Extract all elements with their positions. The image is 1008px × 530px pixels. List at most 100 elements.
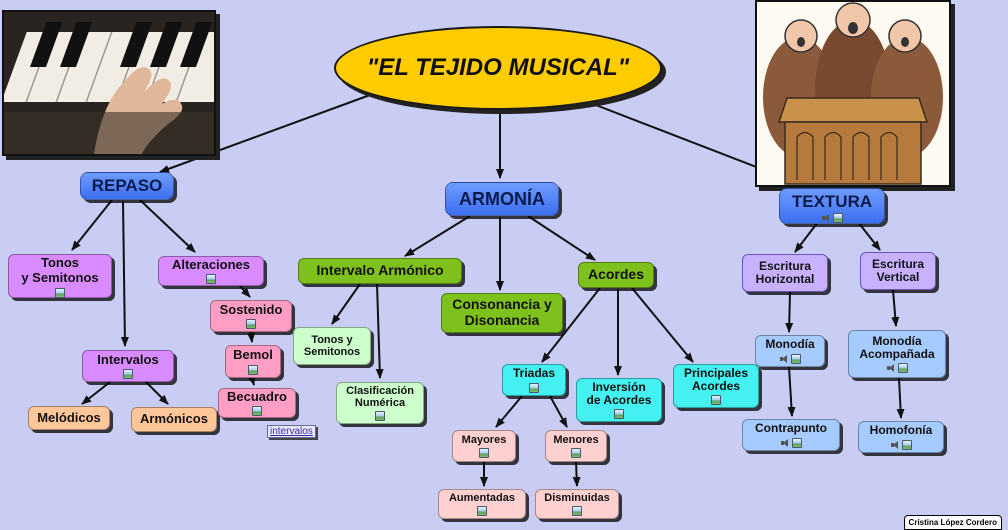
repaso-label: REPASO bbox=[91, 176, 163, 196]
node-mayores[interactable]: Mayores bbox=[452, 430, 516, 462]
monodia-label: Monodía bbox=[765, 337, 815, 352]
node-sostenido[interactable]: Sostenido bbox=[210, 300, 292, 332]
image-icon[interactable] bbox=[791, 353, 801, 364]
title-node[interactable]: "EL TEJIDO MUSICAL" bbox=[334, 26, 662, 110]
mayores-icons bbox=[479, 448, 489, 459]
image-icon[interactable] bbox=[477, 506, 487, 517]
intervalos-link[interactable]: intervalos bbox=[267, 425, 316, 438]
tonos-icons bbox=[55, 287, 65, 298]
sound-icon[interactable] bbox=[821, 213, 831, 223]
singing-monks-photo bbox=[755, 0, 951, 187]
node-aumentadas[interactable]: Aumentadas bbox=[438, 489, 526, 519]
alteraciones-label: Alteraciones bbox=[171, 256, 251, 272]
homofonia-icons bbox=[890, 439, 912, 450]
monodia-icons bbox=[779, 353, 801, 364]
tonos-semitonos-2-label: Tonos y Semitonos bbox=[303, 333, 361, 358]
image-icon[interactable] bbox=[902, 439, 912, 450]
intervalos-icons bbox=[123, 369, 133, 380]
node-intervalo-armonico[interactable]: Intervalo Armónico bbox=[298, 258, 462, 284]
bemol-label: Bemol bbox=[233, 347, 273, 363]
node-textura[interactable]: TEXTURA bbox=[779, 188, 885, 224]
intervalos-label: Intervalos bbox=[97, 351, 159, 367]
node-triadas[interactable]: Triadas bbox=[502, 364, 566, 396]
image-icon[interactable] bbox=[375, 411, 385, 422]
node-intervalos[interactable]: Intervalos bbox=[82, 350, 174, 382]
image-icon[interactable] bbox=[246, 319, 256, 330]
node-clasificacion[interactable]: Clasificación Numérica bbox=[336, 382, 424, 424]
node-disminuidas[interactable]: Disminuidas bbox=[535, 489, 619, 519]
intervalo-armonico-label: Intervalo Armónico bbox=[316, 262, 444, 279]
image-icon[interactable] bbox=[572, 506, 582, 517]
node-repaso[interactable]: REPASO bbox=[80, 172, 174, 200]
image-icon[interactable] bbox=[252, 406, 262, 417]
textura-label: TEXTURA bbox=[791, 192, 873, 211]
node-escritura-vertical[interactable]: Escritura Vertical bbox=[860, 252, 936, 290]
node-alteraciones[interactable]: Alteraciones bbox=[158, 256, 264, 286]
node-escritura-horizontal[interactable]: Escritura Horizontal bbox=[742, 254, 828, 292]
tonos-label: Tonos y Semitonos bbox=[21, 255, 99, 285]
node-melodicos[interactable]: Melódicos bbox=[28, 406, 110, 430]
image-icon[interactable] bbox=[833, 213, 843, 224]
singing-monks-illustration bbox=[757, 2, 949, 185]
melodicos-label: Melódicos bbox=[37, 409, 101, 425]
author-credit: Cristina López Cordero bbox=[903, 515, 1002, 530]
textura-icons bbox=[821, 213, 843, 224]
node-armonicos[interactable]: Armónicos bbox=[131, 407, 217, 432]
sostenido-label: Sostenido bbox=[219, 301, 283, 317]
sound-icon[interactable] bbox=[780, 438, 790, 448]
node-monodia[interactable]: Monodía bbox=[755, 335, 825, 367]
sound-icon[interactable] bbox=[886, 363, 896, 373]
triadas-label: Triadas bbox=[512, 366, 556, 381]
image-icon[interactable] bbox=[123, 369, 133, 380]
bemol-icons bbox=[248, 364, 258, 375]
node-menores[interactable]: Menores bbox=[545, 430, 607, 462]
node-tonos-semitonos[interactable]: Tonos y Semitonos bbox=[8, 254, 112, 298]
node-homofonia[interactable]: Homofonía bbox=[858, 421, 944, 453]
sostenido-icons bbox=[246, 319, 256, 330]
node-acordes[interactable]: Acordes bbox=[578, 262, 654, 288]
contrapunto-label: Contrapunto bbox=[755, 421, 827, 436]
piano-hands-photo bbox=[2, 10, 216, 156]
node-inversion[interactable]: Inversión de Acordes bbox=[576, 378, 662, 422]
node-monodia-acompanada[interactable]: Monodía Acompañada bbox=[848, 330, 946, 378]
title-label: "EL TEJIDO MUSICAL" bbox=[366, 53, 630, 81]
node-armonia[interactable]: ARMONÍA bbox=[445, 182, 559, 216]
image-icon[interactable] bbox=[55, 287, 65, 298]
image-icon[interactable] bbox=[792, 437, 802, 448]
node-principales[interactable]: Principales Acordes bbox=[673, 364, 759, 408]
node-bemol[interactable]: Bemol bbox=[225, 345, 281, 378]
image-icon[interactable] bbox=[529, 382, 539, 393]
menores-label: Menores bbox=[553, 433, 599, 446]
inversion-label: Inversión de Acordes bbox=[586, 379, 652, 407]
image-icon[interactable] bbox=[614, 409, 624, 420]
principales-icons bbox=[711, 395, 721, 406]
image-icon[interactable] bbox=[898, 363, 908, 374]
image-icon[interactable] bbox=[479, 448, 489, 459]
armonicos-label: Armónicos bbox=[140, 411, 208, 427]
triadas-icons bbox=[529, 382, 539, 393]
monodia-acompanada-icons bbox=[886, 363, 908, 374]
sound-icon[interactable] bbox=[779, 354, 789, 364]
image-icon[interactable] bbox=[206, 274, 216, 285]
node-contrapunto[interactable]: Contrapunto bbox=[742, 419, 840, 451]
node-becuadro[interactable]: Becuadro bbox=[218, 388, 296, 418]
principales-label: Principales Acordes bbox=[683, 365, 749, 393]
mayores-label: Mayores bbox=[461, 433, 507, 446]
node-consonancia[interactable]: Consonancia y Disonancia bbox=[441, 293, 563, 333]
image-icon[interactable] bbox=[248, 364, 258, 375]
disminuidas-icons bbox=[572, 506, 582, 517]
menores-icons bbox=[571, 448, 581, 459]
disminuidas-label: Disminuidas bbox=[544, 491, 610, 504]
sound-icon[interactable] bbox=[890, 440, 900, 450]
node-tonos-semitonos-2[interactable]: Tonos y Semitonos bbox=[293, 327, 371, 365]
escritura-horizontal-label: Escritura Horizontal bbox=[755, 258, 815, 286]
clasificacion-icons bbox=[375, 411, 385, 422]
image-icon[interactable] bbox=[711, 395, 721, 406]
image-icon[interactable] bbox=[571, 448, 581, 459]
clasificacion-label: Clasificación Numérica bbox=[346, 384, 414, 409]
aumentadas-icons bbox=[477, 506, 487, 517]
acordes-label: Acordes bbox=[587, 266, 645, 283]
aumentadas-label: Aumentadas bbox=[448, 491, 516, 504]
piano-hands-illustration bbox=[4, 12, 214, 154]
